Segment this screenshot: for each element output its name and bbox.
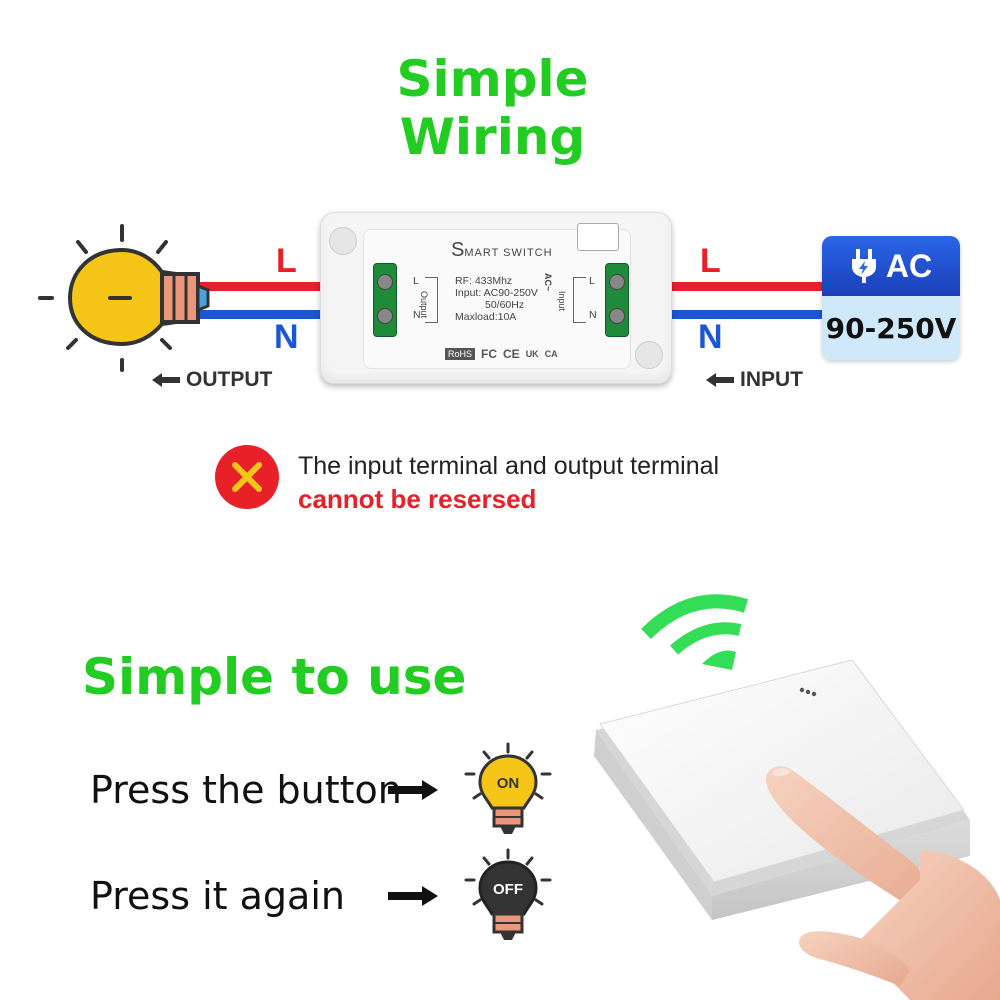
ac-power-badge: AC 90-250V: [822, 236, 960, 360]
wiring-title: Simple Wiring: [0, 50, 985, 166]
arrow-left-icon: [706, 373, 734, 387]
output-term-N: N: [413, 309, 421, 321]
bulb-on-label: ON: [497, 775, 520, 792]
cert-fc: FC: [481, 347, 498, 361]
ac-badge-bottom: 90-250V: [822, 296, 960, 360]
arrow-right-icon: [388, 886, 438, 906]
use-title: Simple to use: [82, 648, 467, 706]
spec-freq: 50/60Hz: [485, 299, 525, 311]
cert-ca: CA: [544, 349, 558, 359]
right-neutral-wire: [640, 310, 830, 319]
left-live-wire: [195, 282, 355, 291]
bulb-off-label: OFF: [493, 881, 523, 898]
pairing-button[interactable]: [577, 223, 619, 251]
input-term-name: Input: [557, 291, 567, 312]
cert-rohs: RoHS: [445, 348, 476, 360]
output-term-L: L: [413, 275, 419, 287]
error-cross-icon: [215, 445, 279, 509]
mounting-ear-left: [329, 227, 357, 255]
mounting-ear-right: [635, 341, 663, 369]
brand-initial: S: [451, 239, 465, 261]
bulb-off-icon: OFF: [464, 848, 552, 940]
hand-pressing-icon: [765, 766, 1000, 1000]
light-bulb-icon: [38, 224, 210, 372]
right-live-label: L: [700, 242, 721, 280]
right-live-wire: [640, 282, 830, 291]
warning-line1: The input terminal and output terminal: [298, 452, 720, 480]
device-label-panel: [363, 229, 631, 369]
input-term-ac: AC~: [543, 273, 553, 292]
bulb-on-icon: ON: [464, 742, 552, 834]
output-term-bracket: [425, 277, 438, 323]
input-term-L: L: [589, 275, 595, 287]
brand-rest: MART SWITCH: [464, 247, 553, 259]
ac-badge-range: 90-250V: [825, 311, 957, 345]
arrow-left-icon: [152, 373, 180, 387]
power-plug-icon: [851, 249, 876, 283]
smart-switch-device: SMART SWITCH L N Output RF: 433Mhz Input…: [320, 212, 672, 384]
input-direction: INPUT: [706, 368, 803, 392]
right-neutral-label: N: [698, 318, 723, 356]
output-terminal-block: [373, 263, 397, 337]
wiring-lines: [195, 282, 830, 319]
step2-text: Press it again: [90, 874, 345, 918]
output-term-name: Output: [419, 291, 429, 319]
left-neutral-wire: [195, 310, 355, 319]
input-term-N: N: [589, 309, 597, 321]
output-direction: OUTPUT: [152, 368, 272, 392]
cert-uk: UK: [525, 349, 539, 359]
input-label: INPUT: [740, 368, 803, 391]
ac-badge-top: AC: [822, 236, 960, 296]
warning-text: The input terminal and output terminal c…: [298, 450, 719, 516]
device-specs: RF: 433Mhz Input: AC90-250V 50/60Hz Maxl…: [455, 275, 538, 323]
ac-badge-type: AC: [885, 247, 933, 284]
cert-ce: CE: [503, 347, 520, 361]
left-neutral-label: N: [274, 318, 299, 356]
spec-load: Maxload:10A: [455, 311, 517, 323]
input-terminal-block: [605, 263, 629, 337]
wiring-title-line2: Wiring: [399, 108, 586, 166]
warning-line2: cannot be resersed: [298, 484, 537, 514]
left-live-label: L: [276, 242, 297, 280]
input-term-bracket: [573, 277, 586, 323]
wireless-signal-icon: [641, 594, 749, 670]
wiring-title-line1: Simple: [396, 50, 589, 108]
arrow-right-icon: [388, 780, 438, 800]
device-brand: SMART SWITCH: [451, 239, 553, 262]
spec-input: Input: AC90-250V: [455, 287, 538, 299]
spec-rf: RF: 433Mhz: [455, 275, 513, 287]
output-label: OUTPUT: [186, 368, 273, 391]
step1-text: Press the button: [90, 768, 402, 812]
device-certifications: RoHS FC CE UK CA: [445, 347, 558, 361]
